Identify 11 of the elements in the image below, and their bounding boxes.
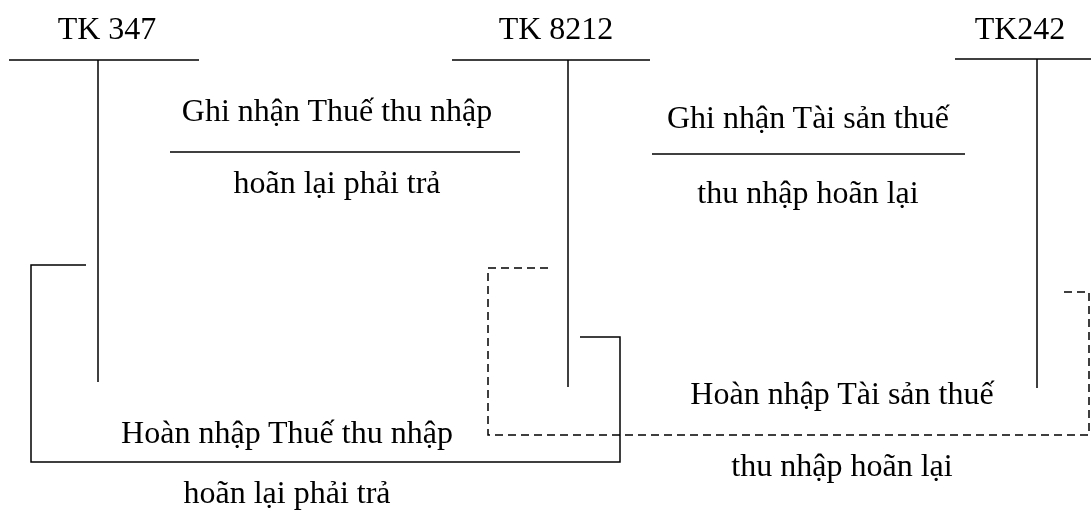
edge-label: Ghi nhận Thuế thu nhập hoãn lại phải trả — [180, 91, 494, 202]
edge-label: Hoàn nhập Thuế thu nhập hoãn lại phải trả — [120, 413, 454, 512]
connector-line — [169, 151, 521, 153]
account-name: TK242 — [974, 10, 1066, 46]
account-name: TK 8212 — [498, 10, 614, 46]
account-name: TK 347 — [57, 10, 157, 46]
connector-line — [487, 267, 1090, 436]
connector-line — [651, 153, 966, 155]
edge-label: Hoàn nhập Tài sản thuế thu nhập hoãn lại — [689, 374, 996, 485]
edge-label: Ghi nhận Tài sản thuế thu nhập hoãn lại — [666, 98, 951, 212]
connector-line — [30, 264, 621, 463]
